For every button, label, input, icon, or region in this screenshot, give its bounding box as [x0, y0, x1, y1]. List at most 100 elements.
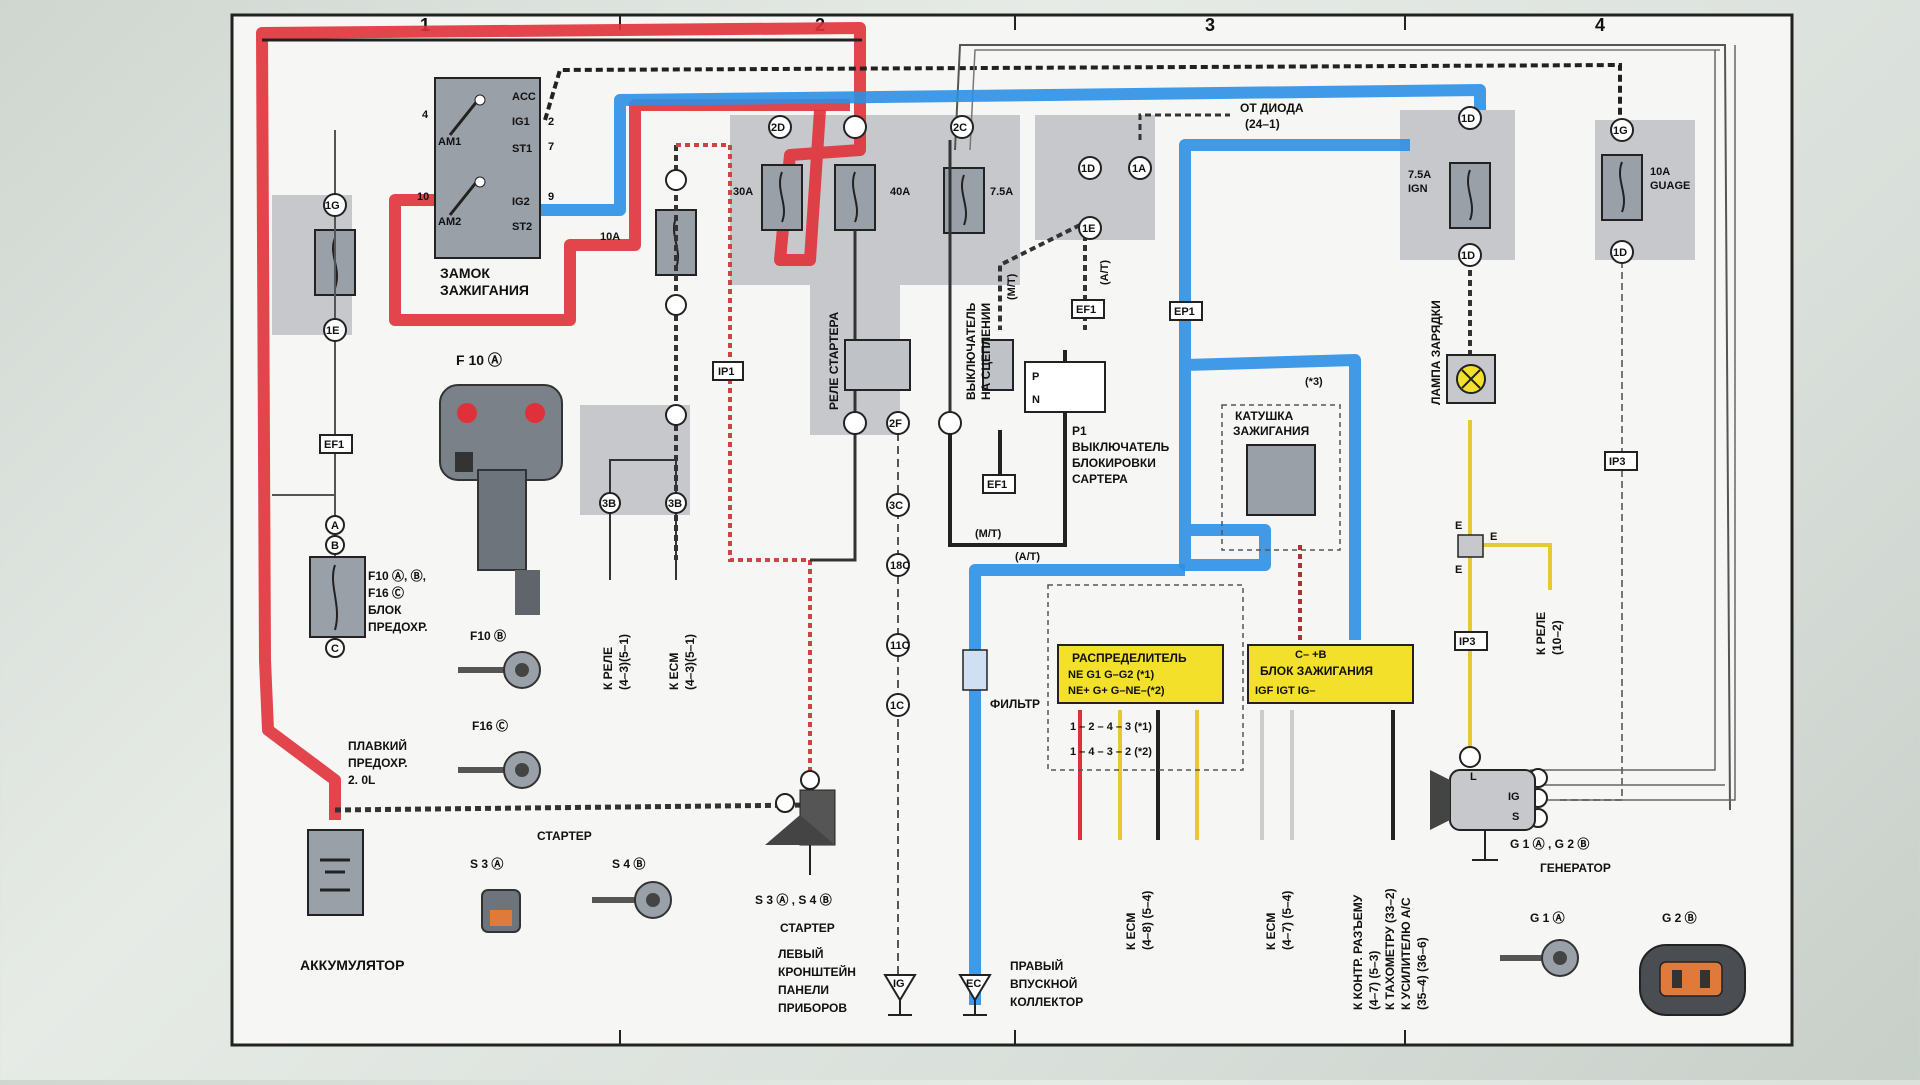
e-label-3: E: [1455, 564, 1462, 576]
fuse-7-5a-label: 7.5A: [990, 186, 1013, 198]
conn-1e: 1E: [326, 325, 339, 337]
conn-1g-2: 1G: [1613, 125, 1628, 137]
starter-relay-label: РЕЛЕ СТАРТЕРА: [827, 311, 841, 410]
conn-18c: 18C: [890, 560, 910, 572]
mt-label-1: (M/T): [1006, 273, 1018, 300]
column-4: 4: [1595, 15, 1605, 35]
k-ecm-47: К ECM(4–7) (5–4): [1264, 891, 1294, 950]
white-wire-top-2: [969, 49, 1720, 151]
ignition-switch-body: [434, 77, 541, 259]
s4b-label: S 4 Ⓑ: [612, 856, 645, 871]
wire-gen-multi: [1530, 45, 1736, 801]
column-1: 1: [420, 15, 430, 35]
conn-2f: 2F: [889, 418, 902, 430]
conn-1d-4: 1D: [1613, 247, 1627, 259]
column-3: 3: [1205, 15, 1215, 35]
conn-11c: 11C: [890, 640, 910, 652]
conn-1a: 1A: [1132, 163, 1146, 175]
f10b-terminal: [458, 651, 541, 689]
ign-fuse-10a: 10A: [600, 231, 620, 243]
conn-c: C: [331, 643, 339, 655]
conn-1d-1: 1D: [1081, 163, 1095, 175]
s3a-connector: [481, 889, 521, 933]
filter-label: ФИЛЬТР: [990, 697, 1040, 711]
ec-ground-label: EC: [966, 978, 981, 990]
conn-ef1-2: EF1: [1076, 304, 1096, 316]
ignition-block-box: [1247, 644, 1414, 704]
e-label-1: E: [1455, 520, 1462, 532]
conn-ip3-1: IP3: [1459, 636, 1476, 648]
dist-row-2: 1 – 4 – 3 – 2 (*2): [1070, 746, 1152, 758]
dist-dashed-frame: [1047, 584, 1244, 771]
fuse-30a: [761, 164, 803, 231]
ignition-block-top: C– +B: [1295, 649, 1327, 661]
generator-label: ГЕНЕРАТОР: [1540, 861, 1611, 875]
f16c-label: F16 Ⓒ: [472, 718, 508, 733]
ign-pin-10: 10: [417, 191, 429, 203]
g2b-label: G 2 Ⓑ: [1662, 910, 1697, 925]
distributor-pins-2: NE+ G+ G–NE–(*2): [1068, 685, 1165, 697]
k-ecm-48: К ECM(4–8) (5–4): [1124, 891, 1154, 950]
p1-switch-body: [1024, 361, 1106, 413]
ignition-block-pins: IGF IGT IG–: [1255, 685, 1316, 697]
ig-ground-symbol: [883, 974, 917, 1016]
at-label-1: (A/T): [1099, 260, 1111, 285]
ign-pin-4: 4: [422, 109, 429, 121]
charge-lamp-label: ЛАМПА ЗАРЯДКИ: [1429, 300, 1443, 405]
conn-ip3-2: IP3: [1609, 456, 1626, 468]
conn-ef1-3: EF1: [987, 479, 1007, 491]
ignition-block-label: БЛОК ЗАЖИГАНИЯ: [1260, 664, 1373, 678]
fuse-40a-label: 40A: [890, 186, 910, 198]
blue-ig2-wire: [535, 84, 1486, 216]
rect-connectors: [319, 299, 1638, 651]
e-junction: [1457, 534, 1484, 558]
ignition-switch-label: ЗАМОК ЗАЖИГАНИЯ: [440, 265, 529, 298]
generator-body: [1430, 769, 1536, 861]
k-rele-102: К РЕЛЕ(10–2): [1534, 612, 1564, 655]
conn-ep1: EP1: [1174, 306, 1195, 318]
at-label-2: (A/T): [1015, 551, 1040, 563]
ec-ground-symbol: [958, 974, 992, 1016]
distributor-pins-1: NE G1 G–G2 (*1): [1068, 669, 1155, 681]
mt-label-2: (M/T): [975, 528, 1002, 540]
ign-coil-star3: (*3): [1305, 376, 1323, 388]
starter-label: СТАРТЕР: [780, 921, 835, 935]
ig-ground-label: IG: [893, 978, 905, 990]
from-diode-label: ОТ ДИОДА(24–1): [1240, 101, 1304, 131]
e-label-2: E: [1490, 531, 1497, 543]
f10a-connector-image: [439, 384, 563, 615]
wire-mt: [948, 350, 1067, 547]
connector-markers: [323, 106, 1634, 828]
ecm-output-wires: [1078, 545, 1395, 840]
k-tacho: К КОНТР. РАЗЪЕМУ(4–7) (5–3)К ТАХОМЕТРУ (…: [1351, 888, 1429, 1010]
conn-ip1: IP1: [718, 366, 735, 378]
wire-relay-stack: [810, 230, 857, 562]
k-rele-43: К РЕЛЕ(4–3)(5–1): [601, 634, 631, 690]
conn-2c: 2C: [953, 122, 967, 134]
fuse-ign: [1449, 162, 1491, 229]
ign-term-am1: AM1: [438, 136, 461, 148]
gen-pin-s: S: [1512, 811, 1519, 823]
wire-diode: [1138, 113, 1230, 140]
gen-pin-ig: IG: [1508, 791, 1520, 803]
distributor-box: [1057, 644, 1224, 704]
starter-label-top: СТАРТЕР: [537, 829, 592, 843]
s4b-terminal: [592, 881, 672, 919]
wire-at: [998, 223, 1087, 330]
ign-term-am2: AM2: [438, 216, 461, 228]
ign-term-st2: ST2: [512, 221, 532, 233]
conn-1g: 1G: [325, 200, 340, 212]
conn-b: B: [331, 540, 339, 552]
g1a-terminal: [1500, 939, 1579, 977]
distributor-label: РАСПРЕДЕЛИТЕЛЬ: [1072, 651, 1187, 665]
conn-3b-2: 3B: [668, 498, 682, 510]
f10b-label: F10 Ⓑ: [470, 628, 506, 643]
conn-a: A: [331, 520, 339, 532]
filter-body: [962, 649, 988, 691]
dist-row-1: 1 – 2 – 4 – 3 (*1): [1070, 721, 1152, 733]
s3a-label: S 3 Ⓐ: [470, 856, 503, 871]
